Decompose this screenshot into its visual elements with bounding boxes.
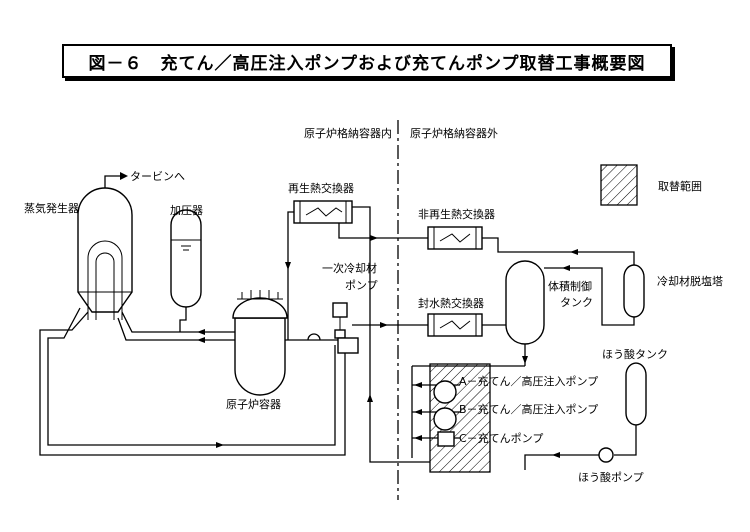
seal-water-heat-exchanger: [427, 313, 483, 337]
demin-to-vct-arrow: [562, 265, 570, 271]
label-seal-water-hx: 封水熱交換器: [418, 296, 484, 310]
pump-c-symbol: [437, 431, 455, 447]
charging-up-arrow: [367, 394, 373, 402]
seal-water-arrow: [380, 322, 388, 328]
label-pressurizer: 加圧器: [170, 204, 203, 217]
pump-b-arrow: [414, 409, 422, 415]
label-primary-pump-line1: 一次冷却材: [322, 261, 377, 275]
primary-loop-outer: [39, 311, 346, 456]
regen-heat-exchanger: [293, 200, 353, 224]
label-pump-a: A－充てん／高圧注入ポンプ: [459, 374, 598, 388]
label-reactor-vessel: 原子炉容器: [226, 397, 281, 411]
label-pump-b: B－充てん／高圧注入ポンプ: [459, 402, 598, 416]
label-to-turbine: タービンへ: [130, 170, 185, 183]
legend-replacement-scope-label: 取替範囲: [658, 179, 702, 193]
primary-loop-inner: [47, 307, 336, 446]
boric-acid-discharge-line: [524, 454, 599, 470]
coolant-demineralizer: [623, 264, 645, 318]
pump-c-arrow: [414, 435, 422, 441]
nonregen-to-demin-line: [482, 237, 635, 265]
vct-outlet-arrow: [522, 356, 528, 364]
label-steam-generator: 蒸気発生器: [24, 201, 79, 215]
label-non-regen-hx: 非再生熱交換器: [418, 207, 495, 221]
regen-to-nonregen-line: [338, 223, 428, 239]
primary-coolant-pump: [332, 302, 359, 354]
label-regen-hx: 再生熱交換器: [288, 181, 354, 195]
pump-b-symbol: [433, 407, 457, 431]
label-demineralizer: 冷却材脱塩塔: [657, 274, 723, 288]
demin-to-vct-line: [544, 267, 635, 326]
label-primary-pump-line2: ポンプ: [345, 279, 378, 292]
flow-arrow-cold-leg: [197, 337, 205, 343]
boric-acid-arrow: [552, 452, 560, 458]
reactor-vessel: [232, 290, 288, 396]
cold-leg: [117, 317, 235, 341]
legend-hatch-box: [600, 164, 638, 206]
steam-line-arrow: [120, 172, 128, 180]
flow-arrow-bottom: [216, 442, 224, 448]
nonregen-inlet-arrow: [370, 235, 378, 241]
label-pump-c: C－充てんポンプ: [459, 431, 543, 445]
hot-leg: [121, 311, 235, 333]
letdown-line: [287, 211, 294, 340]
figure-title: 図－６ 充てん／高圧注入ポンプおよび充てんポンプ取替工事概要図: [62, 44, 672, 78]
pump-a-arrow: [414, 382, 422, 388]
label-vct-line2: タンク: [560, 296, 593, 309]
letdown-arrow: [285, 262, 291, 270]
charging-line-up: [352, 206, 430, 463]
label-vct-line1: 体積制御: [548, 279, 592, 293]
boric-acid-line: [614, 425, 637, 456]
steam-line: [104, 175, 120, 188]
boric-acid-tank: [625, 362, 647, 426]
steam-generator: [77, 187, 133, 320]
label-inside-containment: 原子炉格納容器内: [304, 126, 392, 140]
pump-a-symbol: [433, 380, 457, 404]
flow-arrow-hot-leg: [197, 329, 205, 335]
nonregen-heat-exchanger: [427, 226, 483, 250]
label-outside-containment: 原子炉格納容器外: [410, 126, 498, 140]
boric-acid-pump-symbol: [598, 447, 614, 463]
label-boric-acid-pump: ほう酸ポンプ: [578, 470, 644, 484]
pressurizer: [170, 209, 202, 308]
surge-line: [179, 307, 187, 332]
demin-arrow-line: [570, 249, 578, 255]
volume-control-tank: [505, 260, 545, 345]
pump-crossover-arc: [307, 333, 321, 341]
label-boric-acid-tank: ほう酸タンク: [602, 347, 668, 361]
